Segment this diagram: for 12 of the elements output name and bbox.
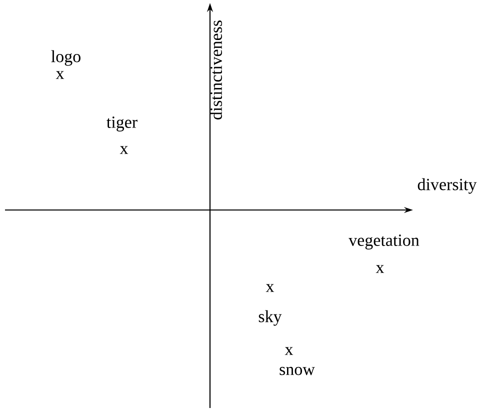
- point-label: logo: [51, 50, 80, 66]
- point-marker: x: [120, 146, 128, 154]
- point-marker: x: [56, 71, 64, 79]
- point-label: sky: [258, 310, 282, 326]
- point-marker: x: [284, 347, 294, 355]
- point-label: snow: [280, 366, 315, 376]
- axis-label: distinctiveness: [210, 20, 222, 120]
- point-label: tiger: [106, 116, 138, 132]
- point-marker: x: [266, 284, 274, 292]
- point-marker: x: [376, 265, 384, 273]
- axis-label: diversity: [418, 178, 477, 194]
- point-label: vegetation: [348, 234, 420, 250]
